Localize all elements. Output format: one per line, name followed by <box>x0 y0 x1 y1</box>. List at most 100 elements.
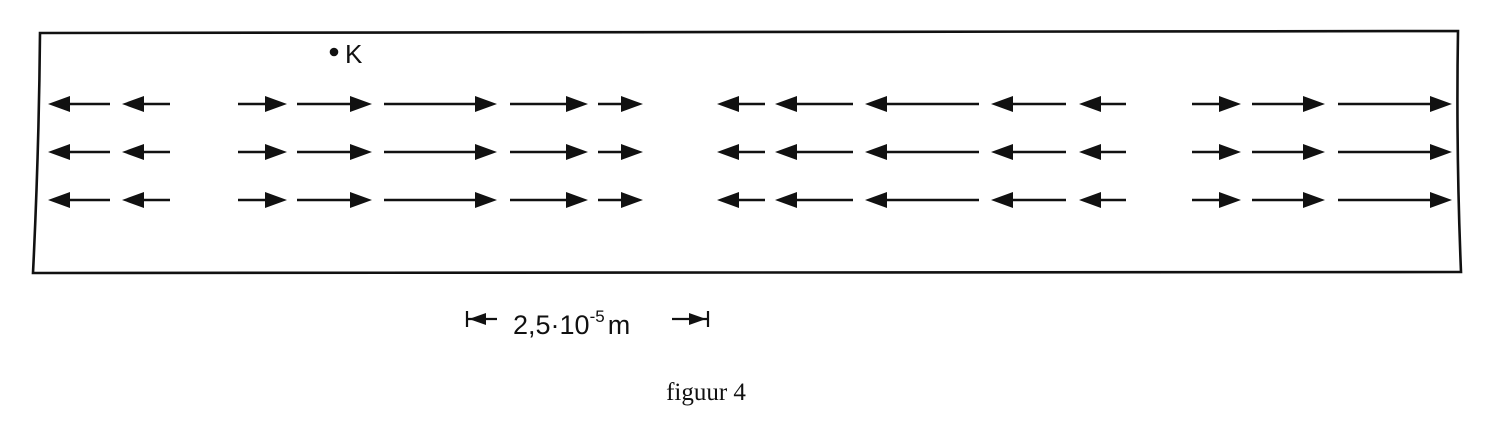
arrowhead <box>475 192 497 208</box>
arrowhead <box>566 96 588 112</box>
scale-bar-left-arrowhead <box>469 313 486 325</box>
arrow-right <box>297 144 372 160</box>
arrowhead <box>475 96 497 112</box>
arrow-left <box>717 192 765 208</box>
arrowhead <box>865 192 887 208</box>
arrowhead <box>717 96 739 112</box>
arrowhead <box>621 144 643 160</box>
arrow-left <box>122 96 170 112</box>
arrowhead <box>1430 144 1452 160</box>
tube-outline <box>31 29 1463 275</box>
arrowhead <box>475 144 497 160</box>
arrowhead <box>1303 96 1325 112</box>
arrowhead <box>991 192 1013 208</box>
scale-bar-right-arrowhead <box>689 313 706 325</box>
scale-bar-unit: m <box>608 310 631 340</box>
arrow-right <box>510 96 588 112</box>
arrow-left <box>122 144 170 160</box>
arrowhead <box>865 96 887 112</box>
arrow-right <box>1192 192 1241 208</box>
point-k-label: K <box>345 39 363 69</box>
arrowhead <box>265 96 287 112</box>
displacement-arrows <box>48 96 1452 208</box>
arrow-right <box>510 144 588 160</box>
arrowhead <box>991 144 1013 160</box>
arrow-right <box>1252 96 1325 112</box>
arrow-left <box>1079 144 1126 160</box>
arrowhead <box>566 192 588 208</box>
arrowhead <box>48 96 70 112</box>
arrowhead <box>775 144 797 160</box>
arrowhead <box>775 96 797 112</box>
point-k-marker <box>329 47 339 57</box>
arrow-left <box>991 96 1066 112</box>
arrow-right <box>598 96 643 112</box>
arrow-right <box>297 192 372 208</box>
scale-bar-exponent: -5 <box>590 307 605 326</box>
arrowhead <box>566 144 588 160</box>
arrow-right <box>238 96 287 112</box>
arrow-right <box>1192 96 1241 112</box>
arrowhead <box>1303 144 1325 160</box>
arrowhead <box>350 192 372 208</box>
arrow-left <box>1079 192 1126 208</box>
arrow-right <box>238 144 287 160</box>
arrowhead <box>717 192 739 208</box>
arrow-left <box>717 144 765 160</box>
arrow-left <box>991 144 1066 160</box>
arrowhead <box>122 192 144 208</box>
arrowhead <box>1079 144 1101 160</box>
arrow-right <box>384 144 497 160</box>
arrow-left <box>48 192 110 208</box>
figure-caption: figuur 4 <box>666 379 746 406</box>
arrow-left <box>991 192 1066 208</box>
arrow-left <box>775 96 853 112</box>
arrow-right <box>1252 192 1325 208</box>
arrowhead <box>1079 96 1101 112</box>
arrowhead <box>1430 192 1452 208</box>
arrowhead <box>775 192 797 208</box>
arrow-left <box>865 96 979 112</box>
arrowhead <box>621 192 643 208</box>
arrow-left <box>775 144 853 160</box>
arrow-right <box>1338 96 1452 112</box>
arrowhead <box>122 96 144 112</box>
arrowhead <box>1079 192 1101 208</box>
arrowhead <box>991 96 1013 112</box>
arrowhead <box>1219 96 1241 112</box>
arrow-right <box>510 192 588 208</box>
arrow-left <box>1079 96 1126 112</box>
arrow-right <box>598 144 643 160</box>
arrow-right <box>1338 192 1452 208</box>
arrow-right <box>238 192 287 208</box>
arrowhead <box>1430 96 1452 112</box>
arrow-right <box>1192 144 1241 160</box>
arrowhead <box>350 96 372 112</box>
arrow-right <box>1338 144 1452 160</box>
arrow-right <box>384 192 497 208</box>
arrow-right <box>1252 144 1325 160</box>
arrow-left <box>122 192 170 208</box>
arrowhead <box>48 192 70 208</box>
arrowhead <box>1219 144 1241 160</box>
arrow-left <box>717 96 765 112</box>
arrow-right <box>598 192 643 208</box>
arrowhead <box>1219 192 1241 208</box>
arrowhead <box>48 144 70 160</box>
arrowhead <box>122 144 144 160</box>
arrowhead <box>621 96 643 112</box>
arrow-left <box>48 144 110 160</box>
arrow-left <box>865 144 979 160</box>
arrowhead <box>350 144 372 160</box>
arrowhead <box>265 144 287 160</box>
arrow-right <box>297 96 372 112</box>
arrow-left <box>775 192 853 208</box>
arrow-right <box>384 96 497 112</box>
arrowhead <box>717 144 739 160</box>
arrow-left <box>48 96 110 112</box>
arrowhead <box>265 192 287 208</box>
arrow-left <box>865 192 979 208</box>
